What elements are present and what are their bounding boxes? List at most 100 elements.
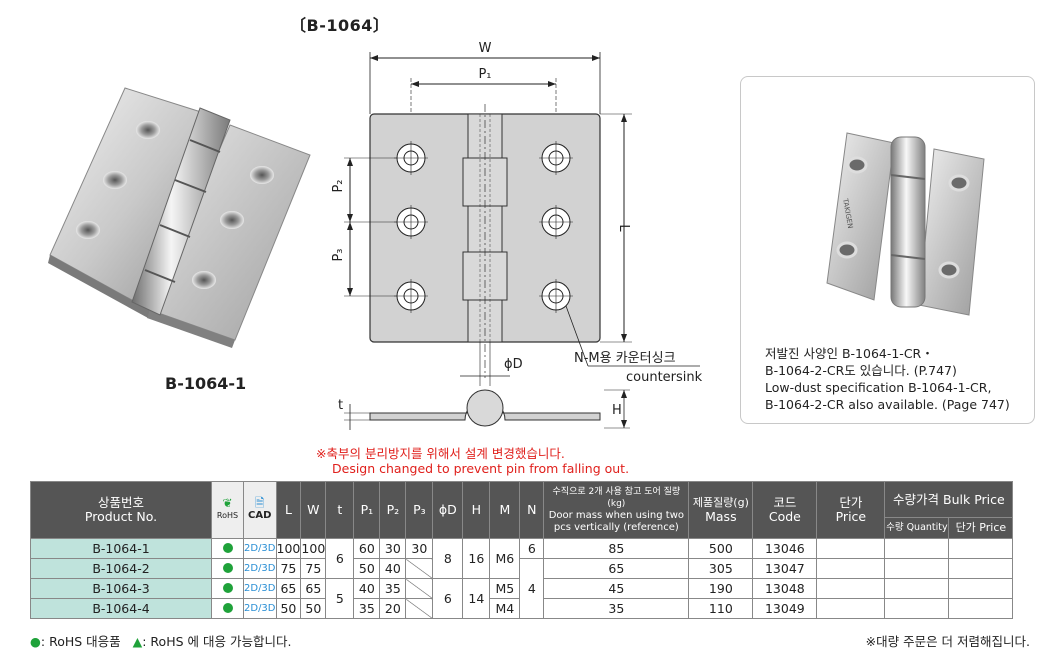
cell-qty [884,538,950,559]
cell-code: 13047 [752,558,818,579]
h-label: H [612,403,622,418]
product-number[interactable]: B-1064-4 [30,598,212,619]
cell-code: 13048 [752,578,818,599]
header-rohs: ❦ RoHS [211,481,244,539]
info-line-1: 저발진 사양인 B-1064-1-CR・ [765,346,934,361]
technical-drawing: W P₁ P₂ P₃ L N-M용 카운터싱크 count [331,41,703,430]
header-p1: P₁ [353,481,381,539]
cell-p2: 40 [379,558,407,579]
table-row: B-1064-3 2D/3D 65 65 5 40 35 6 14 M5 45 … [30,578,1014,619]
cad-link[interactable]: 2D/3D [243,558,277,579]
cell-p1: 40 [353,578,381,599]
cell-qty [884,578,950,599]
header-h: H [462,481,491,539]
cell-price [816,598,886,619]
header-w: W [300,481,327,539]
cell-code: 13049 [752,598,818,619]
cell-w: 75 [300,558,327,579]
cell-l: 75 [275,558,302,579]
cell-qty [884,598,950,619]
spec-table: 상품번호 Product No. ❦ RoHS 🗎 CAD L W t P₁ P… [30,481,1014,619]
cell-d: 6 [432,578,464,619]
cell-l: 50 [275,598,302,619]
info-line-3: Low-dust specification B-1064-1-CR, [765,380,992,395]
p1-label: P₁ [478,67,491,82]
cell-m: M4 [489,598,521,619]
cad-link[interactable]: 2D/3D [243,598,277,619]
cell-t: 6 [325,538,355,579]
circle-legend-text: : RoHS 대응품 [40,634,121,649]
rohs-status [211,538,244,559]
cell-mass: 110 [688,598,754,619]
header-door-mass: 수직으로 2개 사용 참고 도어 질량(kg) Door mass when u… [543,481,690,539]
header-mass: 제품질량(g) Mass [688,481,754,539]
d-label: ϕD [504,357,523,372]
cell-p2: 20 [379,598,407,619]
cad-link[interactable]: 2D/3D [243,578,277,599]
cell-p2: 30 [379,538,407,559]
low-dust-info-box: TAKIGEN 저발진 사양인 B-1064-1-CR・ B-1064-2-CR… [740,76,1035,424]
cell-m: M6 [489,538,521,579]
note-kr: ※축부의 분리방지를 위해서 설계 변경했습니다. [316,446,565,461]
cell-mass: 305 [688,558,754,579]
product-number[interactable]: B-1064-2 [30,558,212,579]
header-l: L [275,481,302,539]
low-dust-hinge-photo: TAKIGEN [826,132,985,316]
cell-w: 100 [300,538,327,559]
header-p3: P₃ [405,481,434,539]
rohs-status [211,598,244,619]
cell-p2: 35 [379,578,407,599]
cell-unit [948,538,1014,559]
header-p2: P₂ [379,481,407,539]
countersink-label-kr: N-M용 카운터싱크 [574,351,676,366]
photo-label: B-1064-1 [165,374,247,393]
rohs-status [211,578,244,599]
cell-p1: 35 [353,598,381,619]
cell-price [816,578,886,599]
bulk-order-note: ※대량 주문은 더 저렴해집니다. [865,634,1030,649]
cell-unit [948,558,1014,579]
cell-door-mass: 65 [543,558,690,579]
cell-mass: 190 [688,578,754,599]
header-product-no: 상품번호 Product No. [30,481,212,539]
info-line-4: B-1064-2-CR also available. (Page 747) [765,397,1010,412]
rohs-status [211,558,244,579]
header-m: M [489,481,521,539]
cell-d: 8 [432,538,464,579]
cad-link[interactable]: 2D/3D [243,538,277,559]
header-quantity: 수량 Quantity [884,517,950,539]
header-t: t [325,481,355,539]
w-label: W [479,41,492,56]
product-number[interactable]: B-1064-1 [30,538,212,559]
product-number[interactable]: B-1064-3 [30,578,212,599]
cell-price [816,538,886,559]
l-label: L [616,224,631,232]
triangle-legend-icon: ▲ [132,634,143,649]
header-price: 단가 Price [816,481,886,539]
triangle-legend-text: : RoHS 에 대응 가능합니다. [142,634,292,649]
cell-code: 13046 [752,538,818,559]
cell-unit [948,578,1014,599]
cell-l: 65 [275,578,302,599]
cell-p3-empty [405,598,434,619]
cell-p3-empty [405,578,434,599]
cell-door-mass: 35 [543,598,690,619]
cell-w: 65 [300,578,327,599]
cell-p1: 60 [353,538,381,559]
note-en: Design changed to prevent pin from falli… [332,461,630,476]
rohs-legend: ●: RoHS 대응품 ▲: RoHS 에 대응 가능합니다. [30,631,291,650]
header-unit-price: 단가 Price [948,517,1014,539]
t-label: t [338,398,343,413]
circle-legend-icon: ● [30,634,41,649]
cell-p1: 50 [353,558,381,579]
table-row: B-1064-4 2D/3D 50 50 35 20 M4 35 110 130… [30,598,1014,619]
cell-l: 100 [275,538,302,559]
cell-door-mass: 45 [543,578,690,599]
cell-p3-empty [405,558,434,579]
info-line-2: B-1064-2-CR도 있습니다. (P.747) [765,363,957,378]
cell-t: 5 [325,578,355,619]
countersink-label-en: countersink [626,370,703,385]
cell-n: 6 [519,538,545,559]
design-change-note: ※축부의 분리방지를 위해서 설계 변경했습니다. Design changed… [316,446,629,476]
cell-mass: 500 [688,538,754,559]
